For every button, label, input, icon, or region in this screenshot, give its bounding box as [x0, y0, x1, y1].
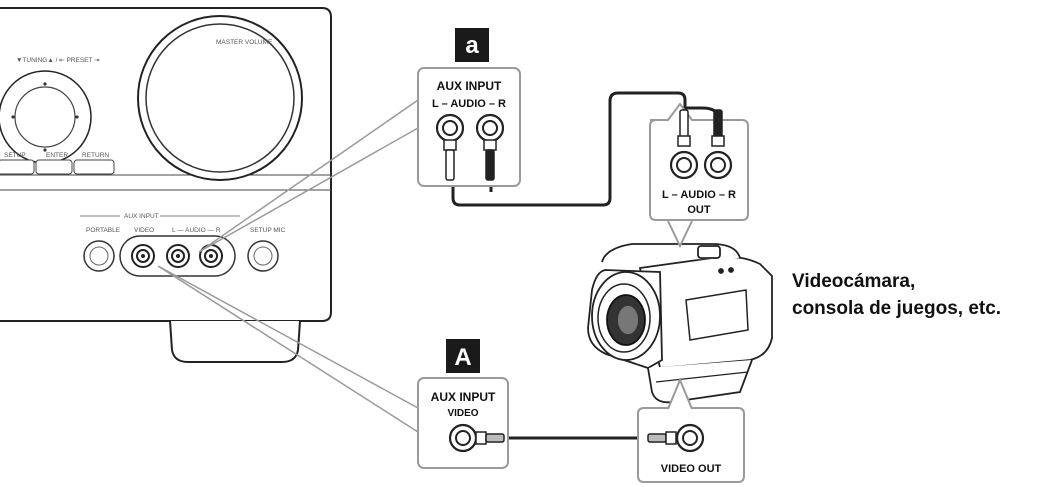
front-buttons: SETUP ENTER RETURN: [0, 152, 115, 175]
callout-aux-audio-subtitle: L – AUDIO – R: [432, 98, 506, 110]
aux-input-panel-label: AUX INPUT: [124, 213, 159, 220]
tuning-preset-label: ▼TUNING▲ / ⇤ PRESET ⇥: [16, 57, 100, 64]
callout-audio-output: L – AUDIO – R OUT: [649, 102, 749, 221]
callout-aux-audio-title: AUX INPUT: [437, 79, 502, 93]
badge-a-label: a: [465, 32, 479, 59]
device-caption-line2: consola de juegos, etc.: [792, 298, 1002, 319]
setup-button-label: SETUP: [4, 152, 26, 159]
callout-aux-video-subtitle: VIDEO: [447, 408, 478, 419]
setup-mic-label: SETUP MIC: [250, 227, 286, 234]
navigation-dial: [0, 70, 92, 164]
aux-audio-r-jack: [199, 244, 223, 268]
master-volume-knob: [145, 23, 295, 173]
video-camera: [587, 243, 773, 404]
device-caption-line1: Videocámara,: [792, 271, 916, 292]
callout-aux-audio-input: AUX INPUT L – AUDIO – R: [417, 67, 521, 187]
aux-audio-l-jack: [166, 244, 190, 268]
audio-out-pointer: [667, 220, 693, 249]
receiver-front-panel: MASTER VOLUME ▼TUNING▲ / ⇤ PRESET ⇥ SETU…: [0, 7, 332, 363]
badge-a: a: [455, 28, 489, 62]
badge-A: A: [446, 339, 480, 373]
audio-label: L — AUDIO — R: [172, 227, 221, 234]
callout-aux-video-title: AUX INPUT: [431, 390, 496, 404]
callout-audio-out-subtitle: OUT: [687, 204, 711, 216]
aux-video-jack: [131, 244, 155, 268]
video-out-pointer: [667, 377, 693, 410]
enter-button-label: ENTER: [46, 152, 68, 159]
badge-A-label: A: [454, 344, 471, 371]
portable-label: PORTABLE: [86, 227, 121, 234]
callout-audio-out-title: L – AUDIO – R: [662, 189, 736, 201]
callout-pointers: [157, 99, 419, 433]
video-label: VIDEO: [134, 227, 154, 234]
callout-aux-video-input: AUX INPUT VIDEO: [417, 377, 509, 469]
callout-video-output: VIDEO OUT: [637, 390, 745, 483]
return-button-label: RETURN: [82, 152, 109, 159]
callout-video-out-title: VIDEO OUT: [661, 463, 722, 475]
master-volume-label: MASTER VOLUME: [216, 39, 273, 46]
device-caption: Videocámara, consola de juegos, etc.: [792, 268, 1001, 322]
